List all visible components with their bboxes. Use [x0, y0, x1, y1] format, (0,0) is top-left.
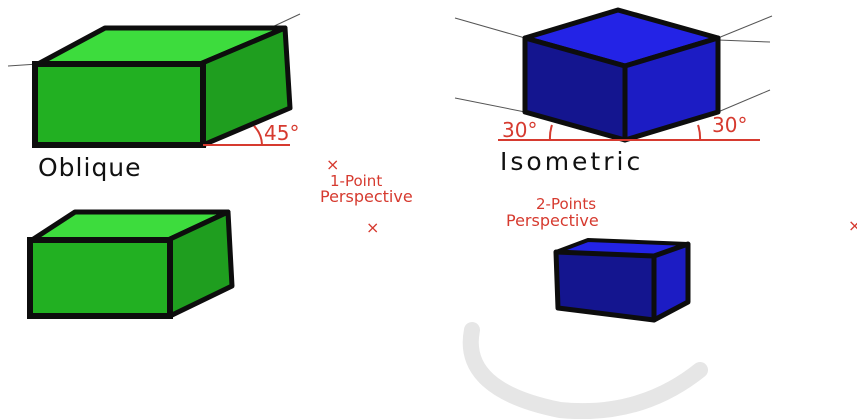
iso-guide-line [717, 89, 771, 113]
iso-guide-line [454, 17, 526, 39]
two-point-right-face [651, 241, 691, 323]
watermark-arc [462, 322, 708, 419]
oblique-angle-label: 45° [264, 121, 299, 145]
oblique-front-face [32, 61, 206, 148]
iso-angle-label-left: 30° [502, 118, 537, 142]
iso-guide-line [454, 97, 526, 113]
one-point-vanishing-mark: × [366, 218, 379, 237]
two-point-vanishing-mark: × [848, 216, 857, 235]
one-point-vanishing-mark-top: × [326, 155, 339, 174]
two-point-cube [553, 238, 691, 323]
two-point-label-line2: Perspective [506, 211, 599, 230]
iso-angle-arc-right [697, 124, 702, 141]
isometric-cube: 30° 30° [454, 7, 773, 143]
two-point-left-face [553, 249, 657, 323]
one-point-cube [27, 209, 235, 319]
one-point-label-line2: Perspective [320, 187, 413, 206]
iso-angle-arc-left [548, 124, 553, 141]
iso-angle-label-right: 30° [712, 113, 747, 137]
oblique-cube: 45° [7, 13, 301, 148]
isometric-label: Isometric [500, 147, 643, 176]
oblique-angle-arc [253, 125, 263, 146]
one-point-front-face [27, 237, 173, 319]
oblique-label: Oblique [38, 153, 142, 182]
iso-right-face [622, 35, 721, 143]
one-point-label-line1: 1-Point [330, 172, 382, 190]
iso-guide-line [717, 39, 771, 43]
iso-guide-line [717, 15, 773, 39]
two-point-label-line1: 2-Points [536, 195, 596, 213]
